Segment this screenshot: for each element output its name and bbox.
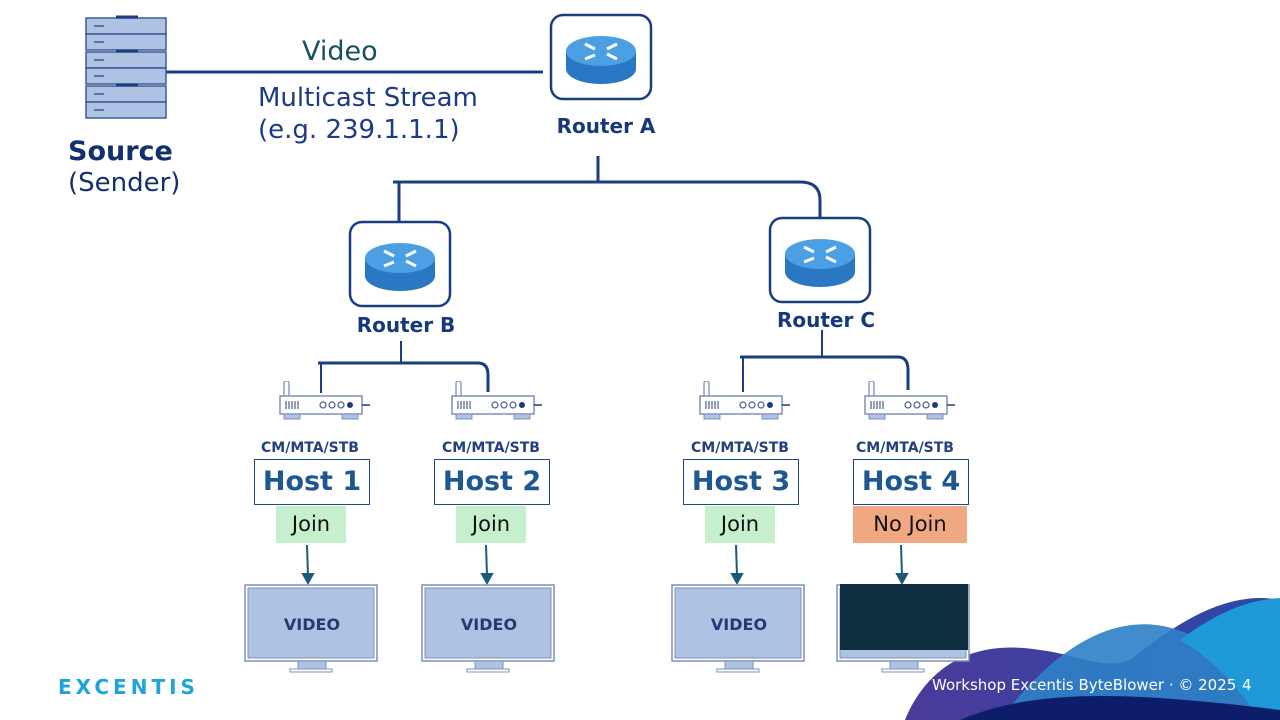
host2-box: Host 2 [434,459,550,505]
tv-monitor-2-text: VIDEO [460,615,518,634]
router-a-icon [549,13,653,101]
page-number: 4 [1242,676,1252,694]
tv-monitor-2 [421,584,555,673]
host1-box: Host 1 [254,459,370,505]
host1-arrow [306,544,309,577]
host2-arrow [485,544,488,577]
router-b-icon [348,220,452,308]
host3-device-label: CM/MTA/STB [691,440,789,456]
host2-device-label: CM/MTA/STB [442,440,540,456]
cable-modem-3-icon [699,381,791,420]
source-subtitle: (Sender) [68,168,181,198]
source-title: Source [68,136,173,167]
host4-box: Host 4 [853,459,969,505]
cable-modem-4-icon [864,381,956,420]
router-a-label: Router A [556,114,656,138]
host4-status-badge: No Join [853,506,967,543]
host3-status-badge: Join [705,506,775,543]
router-b-label: Router B [356,313,456,337]
tv-monitor-1 [244,584,378,673]
host3-box: Host 3 [683,459,799,505]
host4-arrow [900,544,903,577]
router-c-icon [768,216,872,304]
cable-modem-2-icon [451,381,543,420]
router-c-bus [740,355,910,390]
router-b-bus [318,361,490,392]
multicast-stream-line2: (e.g. 239.1.1.1) [258,115,460,145]
excentis-logo: EXCENTIS [58,675,199,699]
tv-monitor-3 [671,584,805,673]
router-c-label: Router C [776,308,875,332]
host2-status-badge: Join [456,506,526,543]
host4-device-label: CM/MTA/STB [856,440,954,456]
host1-status-badge: Join [276,506,346,543]
multicast-stream-label: Multicast Stream (e.g. 239.1.1.1) [258,82,478,146]
tv-monitor-1-text: VIDEO [283,615,341,634]
cable-modem-1-icon [279,381,371,420]
video-label: Video [302,36,378,67]
router-a-branch-bus [393,180,822,218]
tv-monitor-3-text: VIDEO [710,615,768,634]
server-icon [85,15,167,119]
host1-device-label: CM/MTA/STB [261,440,359,456]
tv-monitor-4-blank [836,584,970,673]
host3-arrow [735,544,738,577]
footer-text: Workshop Excentis ByteBlower · © 2025 [932,676,1237,694]
multicast-stream-line1: Multicast Stream [258,83,478,113]
